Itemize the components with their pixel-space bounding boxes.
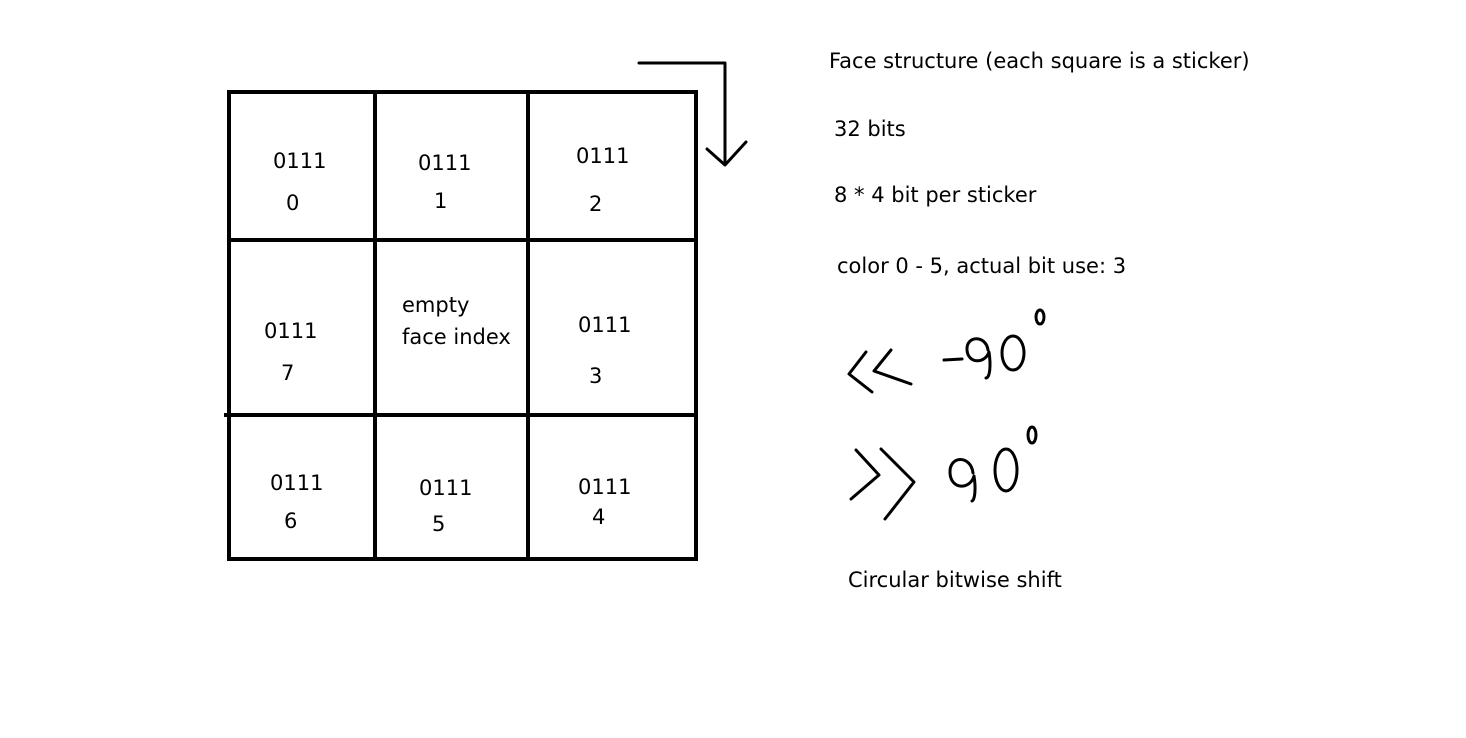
note-face-structure: Face structure (each square is a sticker… [829,49,1250,73]
cell-2-bits: 0111 [576,144,630,168]
cell-7-bits: 0111 [264,319,318,343]
cell-6-index: 6 [284,509,298,533]
grid-outline [227,90,698,561]
center-label-line1: empty [402,293,470,317]
handwritten-minus-90-degrees [942,308,1046,380]
cell-2-index: 2 [589,192,603,216]
center-label-line2: face index [402,325,511,349]
rotation-arrowhead-icon [705,140,748,167]
cell-6-bits: 0111 [270,471,324,495]
cell-0-index: 0 [286,191,300,215]
note-color-range: color 0 - 5, actual bit use: 3 [837,254,1127,278]
cell-0-bits: 0111 [273,149,327,173]
cell-4-bits: 0111 [578,475,632,499]
cell-3-bits: 0111 [578,313,632,337]
cell-7-index: 7 [281,361,295,385]
cell-1-bits: 0111 [418,151,472,175]
cell-3-index: 3 [589,364,603,388]
cell-4-index: 4 [592,505,606,529]
note-shift-right: >> 90° [1100,480,1104,481]
note-bits-per-sticker: 8 * 4 bit per sticker [834,183,1037,207]
cell-1-index: 1 [434,189,448,213]
cell-5-index: 5 [432,512,446,536]
double-chevron-left-icon [847,348,913,394]
rotation-arrow-icon [637,61,727,165]
note-32-bits: 32 bits [834,117,906,141]
handwritten-90-degrees [948,425,1038,503]
note-circular-shift: Circular bitwise shift [848,568,1062,592]
double-chevron-right-icon [849,447,916,521]
cell-5-bits: 0111 [419,476,473,500]
note-shift-left: << -90° [1100,360,1105,361]
